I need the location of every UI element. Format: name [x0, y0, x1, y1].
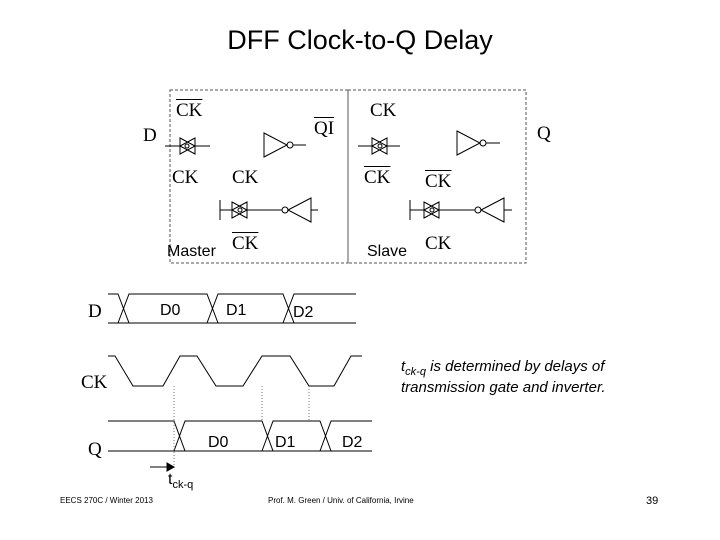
tckq-label: tck-q — [168, 472, 193, 491]
master-inverter — [263, 132, 306, 158]
signal-q-label: Q — [88, 439, 102, 460]
slave-ck-top: CK — [370, 100, 397, 121]
slave-feedback — [409, 197, 512, 223]
slave-label: Slave — [367, 243, 408, 260]
master-feedback — [219, 197, 318, 223]
q-output-label: Q — [537, 123, 551, 144]
q-value-d2: D2 — [342, 434, 363, 451]
master-ckbar-top: CK — [176, 100, 203, 121]
slave-ck-feedback: CK — [425, 233, 452, 254]
q-value-d1: D1 — [275, 434, 296, 451]
d-input-label: D — [143, 125, 157, 146]
tckq-arrow — [150, 462, 176, 472]
tckq-note-line1: tck-q is determined by delays of — [401, 358, 606, 379]
master-ckbar-feedback: CK — [232, 233, 259, 254]
master-tgate-in — [165, 137, 210, 155]
tckq-note-rest: is determined by delays of — [425, 358, 605, 375]
qi-label: QI — [314, 118, 335, 139]
master-label: Master — [167, 243, 216, 260]
signal-d-label: D — [88, 301, 102, 322]
slave-box — [347, 89, 527, 264]
d-value-d1: D1 — [226, 302, 247, 319]
tckq-main: t — [168, 471, 173, 488]
slide-title: DFF Clock-to-Q Delay — [227, 25, 493, 55]
master-ck-feedback: CK — [232, 167, 259, 188]
slave-ckbar-bottom: CK — [364, 167, 391, 188]
q-value-d0: D0 — [208, 434, 229, 451]
slave-ckbar-feedback: CK — [425, 171, 452, 192]
slave-inverter — [456, 130, 500, 156]
d-value-d2: D2 — [293, 304, 314, 321]
page-number: 39 — [646, 495, 659, 507]
slave-tgate-in — [358, 137, 400, 155]
footer-course: EECS 270C / Winter 2013 — [60, 496, 153, 505]
footer-author: Prof. M. Green / Univ. of California, Ir… — [268, 496, 414, 505]
tckq-note-sub: ck-q — [405, 366, 426, 378]
tckq-note-line2: transmission gate and inverter. — [401, 378, 606, 396]
master-ck-bottom: CK — [172, 167, 199, 188]
signal-ck-label: CK — [81, 372, 108, 393]
tckq-sub: ck-q — [172, 479, 194, 491]
tckq-note: tck-q is determined by delays of transmi… — [401, 358, 606, 396]
tckq-note-t: t — [401, 358, 406, 375]
d-value-d0: D0 — [160, 302, 181, 319]
timing-guides — [173, 386, 310, 470]
ck-waveform — [108, 355, 362, 387]
d-waveform — [108, 293, 356, 324]
master-box — [169, 89, 349, 264]
q-waveform — [108, 420, 372, 452]
